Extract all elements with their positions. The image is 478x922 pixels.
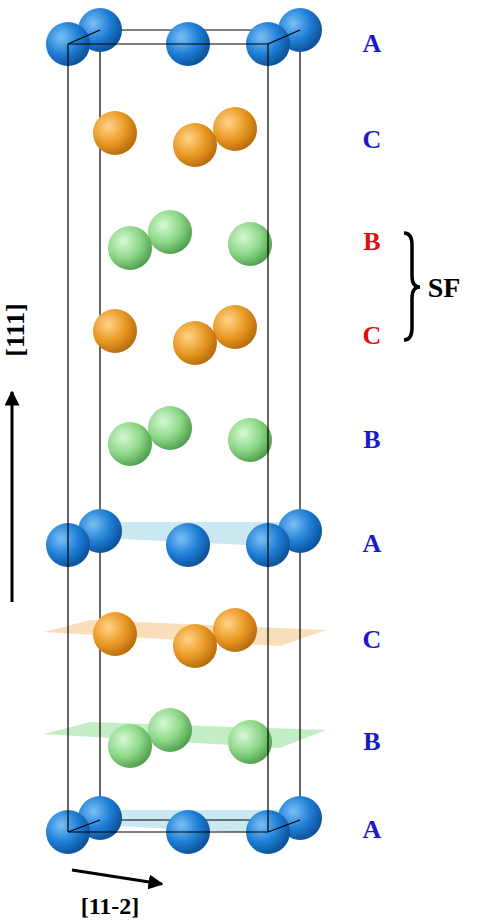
- stacking-letter: B: [363, 427, 380, 453]
- stacking-letter: C: [363, 323, 382, 349]
- direction-arrow: [72, 870, 162, 884]
- stacking-letter: A: [363, 817, 382, 843]
- atom: [93, 309, 137, 353]
- atom: [213, 608, 257, 652]
- stacking-letter: C: [363, 127, 382, 153]
- stacking-letter: B: [363, 229, 380, 255]
- unit-cell: [68, 30, 300, 832]
- atom: [213, 107, 257, 151]
- bracket: [404, 233, 420, 340]
- atom: [108, 422, 152, 466]
- atom: [108, 226, 152, 270]
- stacking-letter: A: [363, 531, 382, 557]
- atom: [166, 523, 210, 567]
- atom: [93, 612, 137, 656]
- fault-label: SF: [428, 274, 461, 302]
- direction-arrow: [11, 392, 14, 602]
- stacking-letter: C: [363, 627, 382, 653]
- atom: [148, 210, 192, 254]
- atom: [173, 321, 217, 365]
- atom: [228, 418, 272, 462]
- atom: [213, 305, 257, 349]
- atom: [148, 406, 192, 450]
- stacking-letter: A: [363, 31, 382, 57]
- atom: [173, 624, 217, 668]
- atom: [228, 222, 272, 266]
- axis-label: [11-2]: [81, 894, 140, 918]
- atom: [228, 720, 272, 764]
- atom: [173, 123, 217, 167]
- atomic-planes: [44, 522, 326, 834]
- atom: [93, 111, 137, 155]
- stacking-letter: B: [363, 729, 380, 755]
- atom: [108, 724, 152, 768]
- axis-label: [111]: [3, 303, 29, 356]
- atoms: [46, 8, 322, 854]
- atom: [148, 708, 192, 752]
